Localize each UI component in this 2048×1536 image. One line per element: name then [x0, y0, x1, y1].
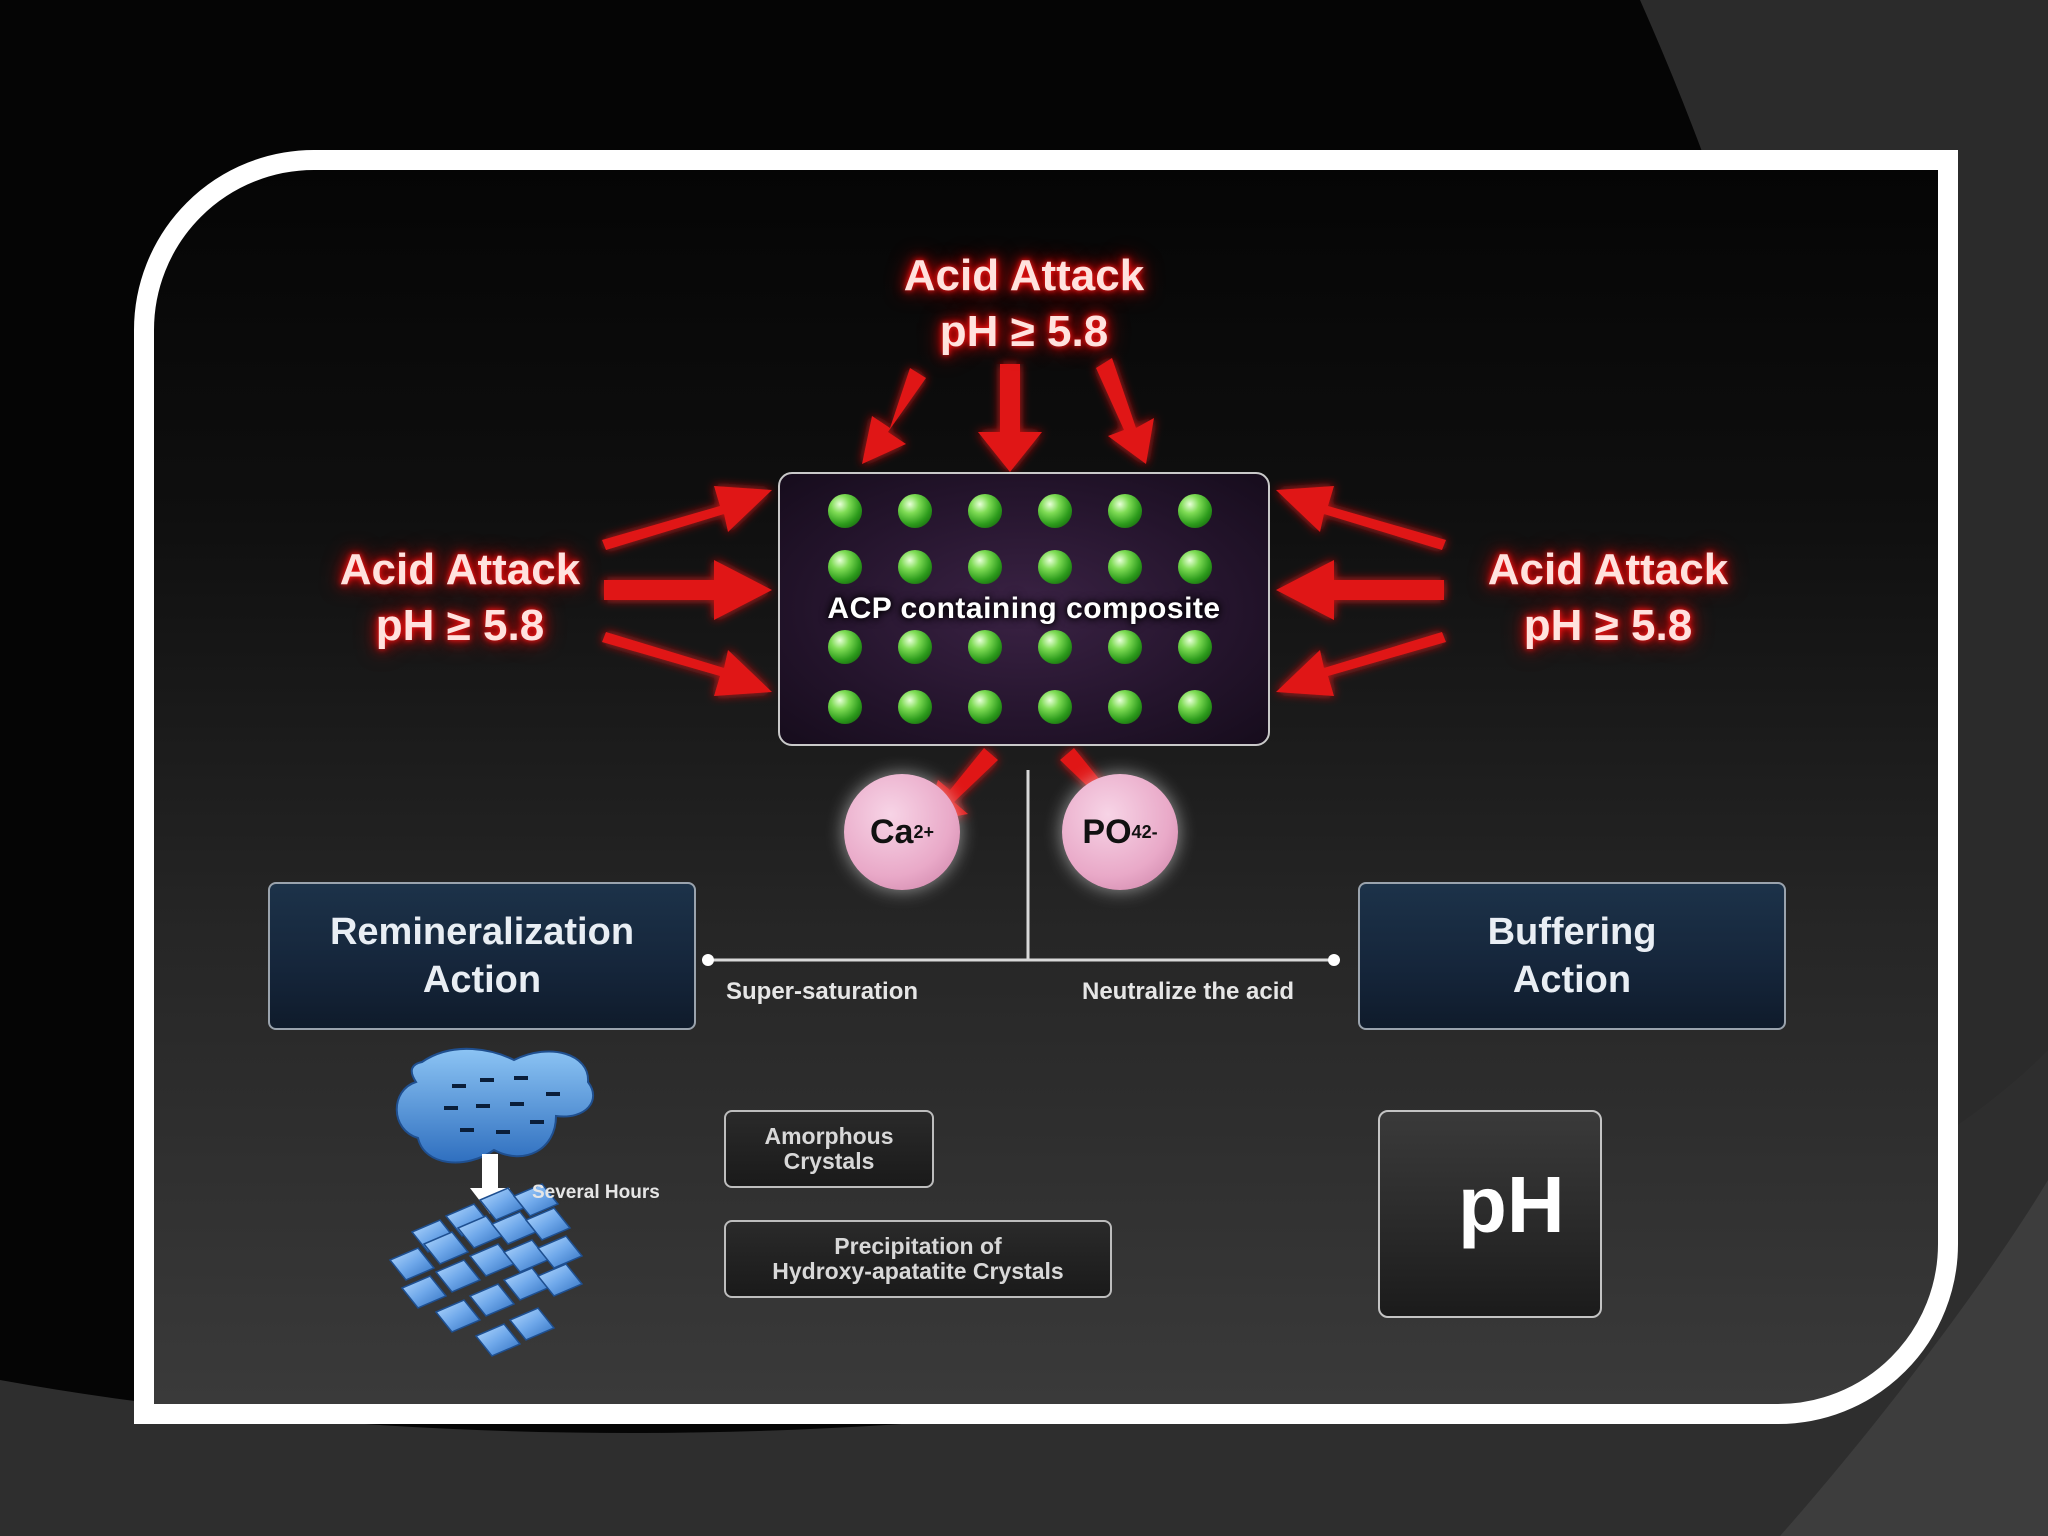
green-sphere [968, 690, 1002, 724]
green-sphere [1108, 630, 1142, 664]
arrow-top-center [978, 364, 1042, 472]
precipitation-line2: Hydroxy-apatatite Crystals [772, 1258, 1064, 1284]
green-sphere [828, 630, 862, 664]
crystal-lattice-icon [388, 1183, 584, 1357]
acid-attack-left-ph: pH ≥ 5.8 [375, 601, 545, 650]
remineralization-subtitle: Action [422, 959, 542, 1001]
buffering-subtitle: Action [1512, 959, 1632, 1001]
acid-attack-right-label: Acid Attack pH ≥ 5.8 [1438, 542, 1778, 654]
buffering-action-box: Buffering Action [1358, 882, 1786, 1030]
connector-dot-right [1328, 954, 1340, 966]
green-sphere [968, 630, 1002, 664]
green-sphere [898, 690, 932, 724]
arrow-top-left [862, 368, 926, 464]
ph-increase-box: pH [1378, 1110, 1602, 1318]
phosphate-ion-charge: 2- [1141, 821, 1158, 842]
acid-attack-right-ph: pH ≥ 5.8 [1523, 601, 1693, 650]
arrow-left-middle [604, 560, 772, 620]
amorphous-line2: Crystals [783, 1148, 875, 1174]
green-sphere [828, 690, 862, 724]
arrow-top-right [1096, 358, 1154, 464]
several-hours-label: Several Hours [532, 1182, 660, 1203]
green-sphere [1178, 690, 1212, 724]
ph-label: pH [1458, 1160, 1565, 1249]
arrow-left-bottom [602, 632, 772, 696]
green-sphere [968, 494, 1002, 528]
acid-attack-left-label: Acid Attack pH ≥ 5.8 [290, 542, 630, 654]
green-sphere [1108, 550, 1142, 584]
precipitation-box: Precipitation of Hydroxy-apatatite Cryst… [724, 1220, 1112, 1298]
arrow-right-middle [1276, 560, 1444, 620]
green-sphere [1108, 690, 1142, 724]
arrow-right-top [1276, 486, 1446, 550]
neutralize-acid-label: Neutralize the acid [1082, 978, 1295, 1005]
amorphous-blob-icon [395, 1047, 595, 1164]
arrows-layer [388, 358, 1446, 1357]
phosphate-ion-subscript: 4 [1131, 821, 1142, 842]
buffering-title: Buffering [1487, 911, 1657, 953]
green-sphere [898, 494, 932, 528]
acp-composite-label: ACP containing composite [827, 592, 1221, 625]
slide-frame: Acid Attack pH ≥ 5.8 Acid Attack pH ≥ 5.… [134, 150, 1958, 1424]
green-sphere [1178, 494, 1212, 528]
acid-attack-top-title: Acid Attack [903, 251, 1145, 300]
acid-attack-right-title: Acid Attack [1487, 545, 1729, 594]
remineralization-title: Remineralization [329, 911, 635, 953]
calcium-ion-charge: 2+ [913, 821, 934, 842]
green-sphere [1108, 494, 1142, 528]
connector-dot-left [702, 954, 714, 966]
green-sphere [1178, 630, 1212, 664]
acid-attack-top-label: Acid Attack pH ≥ 5.8 [854, 248, 1194, 360]
green-sphere [898, 630, 932, 664]
arrow-right-bottom [1276, 632, 1446, 696]
precipitation-line1: Precipitation of [834, 1233, 1002, 1259]
green-sphere [828, 494, 862, 528]
amorphous-line1: Amorphous [764, 1123, 894, 1149]
green-sphere [968, 550, 1002, 584]
acp-composite-box: ACP containing composite [778, 472, 1270, 746]
phosphate-ion-symbol: PO [1082, 812, 1132, 851]
green-sphere [1178, 550, 1212, 584]
green-sphere [1038, 494, 1072, 528]
calcium-ion-symbol: Ca [870, 812, 914, 851]
remineralization-action-box: Remineralization Action [268, 882, 696, 1030]
amorphous-crystals-box: Amorphous Crystals [724, 1110, 934, 1188]
green-sphere [828, 550, 862, 584]
arrow-left-top [602, 486, 772, 550]
super-saturation-label: Super-saturation [726, 978, 919, 1005]
green-sphere [1038, 550, 1072, 584]
green-sphere [1038, 630, 1072, 664]
green-sphere [898, 550, 932, 584]
acid-attack-top-ph: pH ≥ 5.8 [939, 307, 1109, 356]
green-sphere [1038, 690, 1072, 724]
acid-attack-left-title: Acid Attack [339, 545, 581, 594]
